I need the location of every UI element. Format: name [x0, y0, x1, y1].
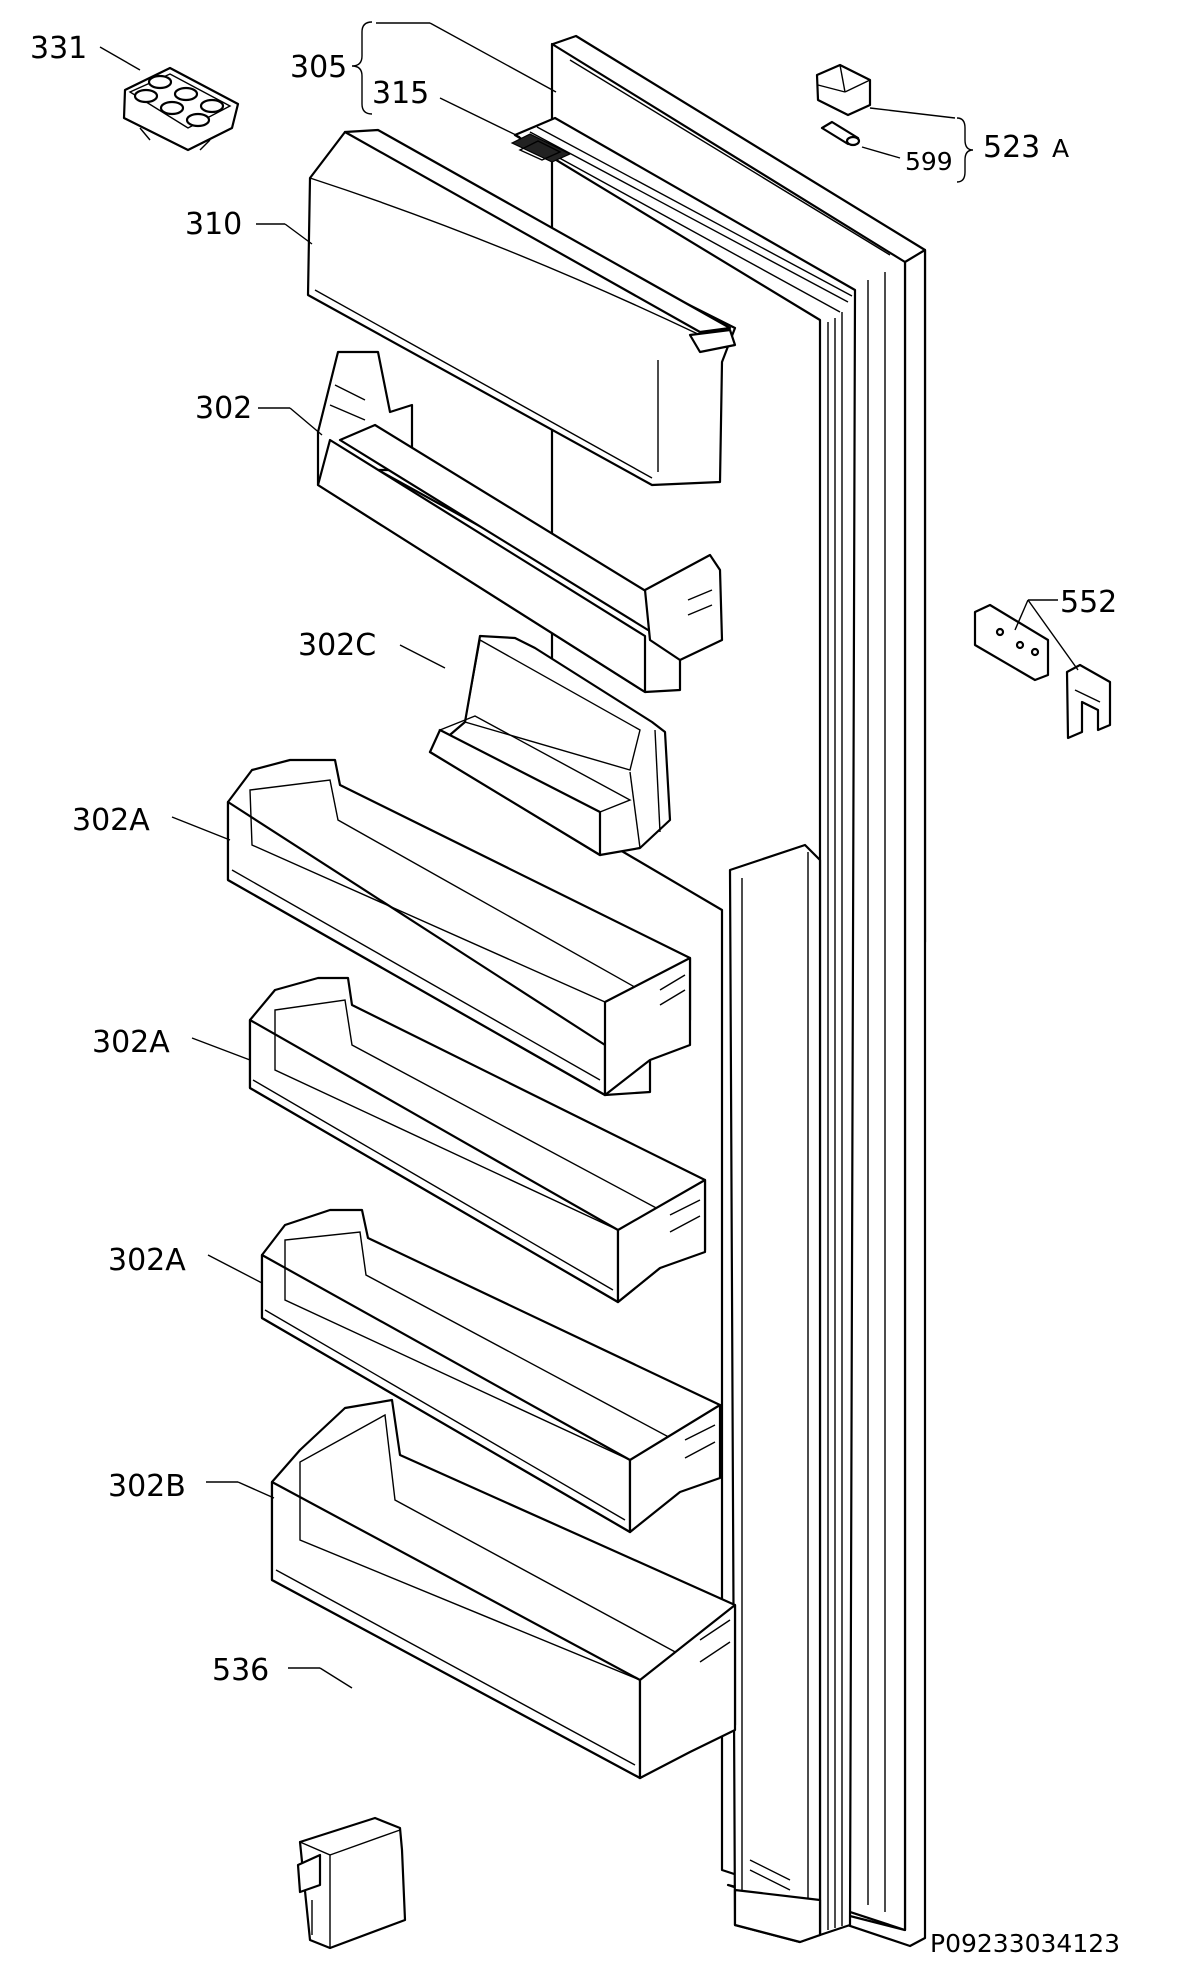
- label-302a-3: 302A: [108, 1243, 186, 1278]
- label-302b: 302B: [108, 1469, 186, 1504]
- small-shelf-302c: [428, 634, 672, 857]
- door-shelf-302b: [270, 1398, 737, 1780]
- leader-lines: [99, 21, 1079, 1689]
- label-302a-2: 302A: [92, 1025, 170, 1060]
- dairy-flap: [306, 128, 737, 487]
- label-552: 552: [1060, 585, 1117, 620]
- label-315: 315: [372, 76, 429, 111]
- door-shelf-302a-2: [248, 976, 707, 1304]
- door-gasket: [513, 116, 857, 1944]
- label-536: 536: [212, 1653, 269, 1688]
- hinge-pin-599: [820, 120, 861, 147]
- part-labels: 331 305 315 310 302 302C 302A 302A 302A …: [30, 31, 1120, 1958]
- label-523-suffix: A: [1052, 134, 1069, 163]
- seal-strip: [510, 133, 572, 163]
- door-shelf-302: [316, 350, 724, 694]
- clip-536: [296, 1816, 407, 1950]
- label-305: 305: [290, 50, 347, 85]
- label-302c: 302C: [298, 628, 376, 663]
- door-shelf-302a-3: [260, 1208, 722, 1534]
- hinge-cap-523a: [815, 63, 872, 117]
- bracket-552: [973, 603, 1112, 740]
- label-302: 302: [195, 391, 252, 426]
- label-599: 599: [905, 147, 953, 176]
- label-331: 331: [30, 31, 87, 66]
- label-302a-1: 302A: [72, 803, 150, 838]
- label-523: 523: [983, 130, 1040, 165]
- drawing-code: P09233034123: [930, 1929, 1120, 1958]
- egg-tray: [122, 66, 240, 152]
- door-shelf-302a-1: [226, 758, 692, 1097]
- label-310: 310: [185, 207, 242, 242]
